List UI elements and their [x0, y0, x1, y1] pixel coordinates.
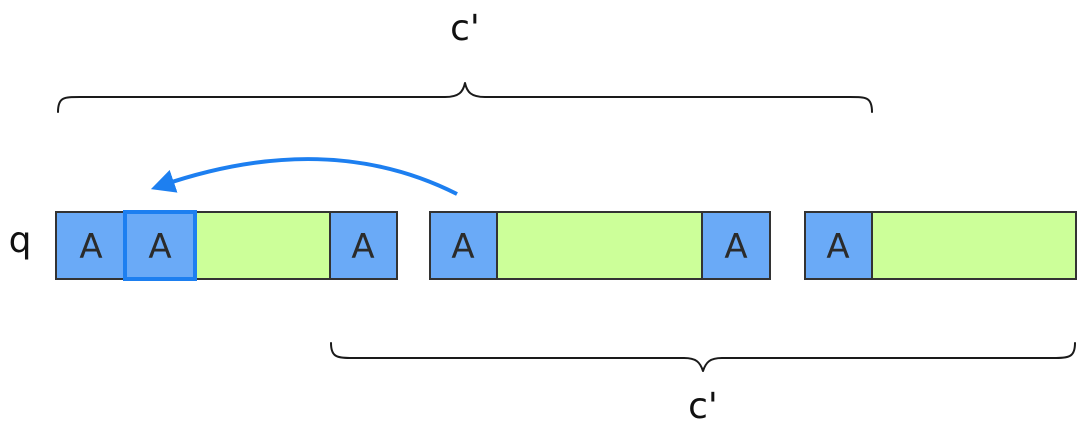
a-cell: [701, 211, 771, 280]
top-brace-label: c': [450, 8, 480, 49]
a-cell-label: A: [826, 227, 849, 267]
bottom-brace: [330, 342, 1076, 372]
bottom-brace-label: c': [688, 386, 718, 424]
shift-arrow: [150, 157, 458, 196]
row-label: q: [9, 220, 32, 261]
fill-segment: [496, 211, 703, 280]
a-cell: [804, 211, 873, 280]
a-cell-label: A: [724, 227, 747, 267]
a-cell-label: A: [148, 227, 171, 267]
a-cell: [329, 211, 398, 280]
a-cell: [55, 211, 127, 280]
a-cell-label: A: [79, 227, 102, 267]
fill-segment: [194, 211, 331, 280]
fill-segment: [871, 211, 1077, 280]
highlighted-a-cell: [123, 210, 197, 281]
a-cell: [429, 211, 498, 280]
a-cell-label: A: [451, 227, 474, 267]
a-cell-label: A: [351, 227, 374, 267]
top-brace: [57, 82, 873, 113]
